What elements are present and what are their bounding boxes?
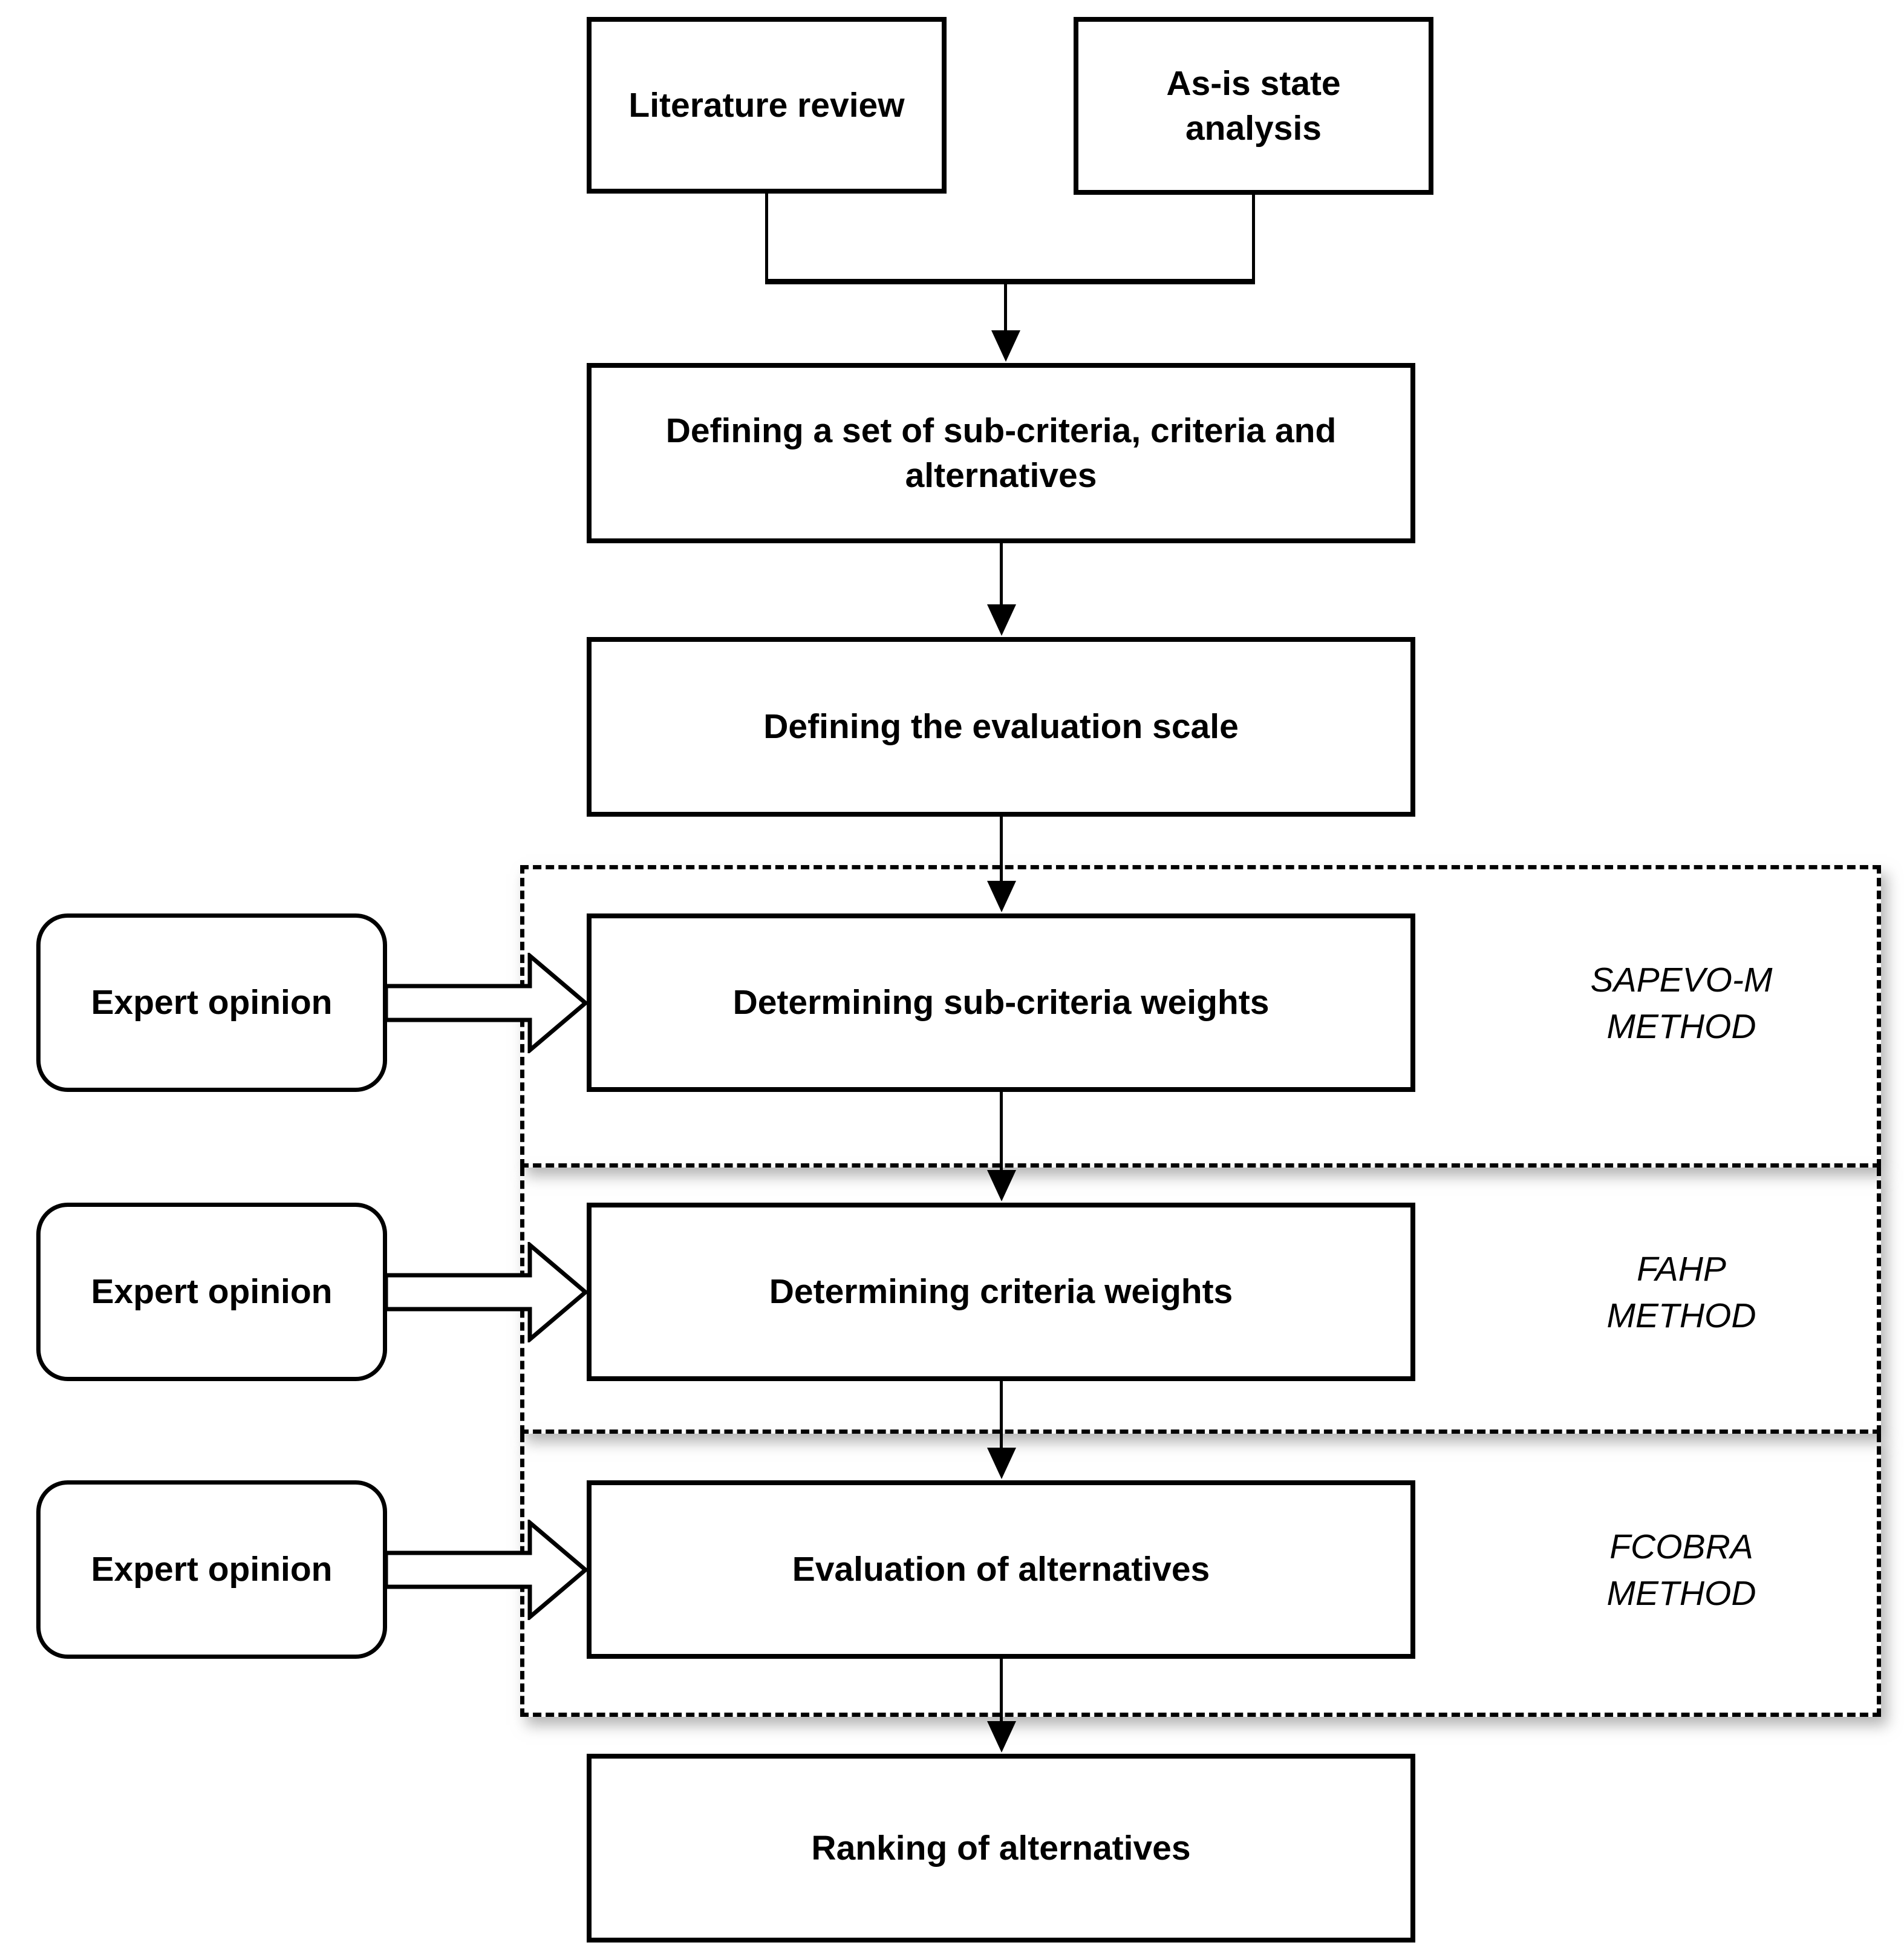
- node-as-is-state-analysis-label: As-is state analysis: [1166, 64, 1341, 148]
- node-ranking-of-alternatives-label: Ranking of alternatives: [811, 1828, 1191, 1867]
- node-determining-criteria-weights: Determining criteria weights: [587, 1203, 1415, 1381]
- node-expert-opinion-3: Expert opinion: [36, 1480, 387, 1659]
- block-arrow-expert-3-icon: [383, 1520, 589, 1620]
- connector-as-is-drop: [1252, 194, 1255, 282]
- method-label-sapevo-m: SAPEVO-M METHOD: [1590, 961, 1773, 1046]
- block-arrow-expert-2-icon: [383, 1242, 589, 1342]
- arrow-head-icon: [986, 1170, 1016, 1201]
- connector-merge-bar: [765, 279, 1255, 284]
- block-arrow-expert-1-icon: [383, 953, 589, 1053]
- arrow-evaluation-to-ranking: [986, 1659, 1016, 1753]
- node-ranking-of-alternatives: Ranking of alternatives: [587, 1754, 1415, 1943]
- node-evaluation-of-alternatives-label: Evaluation of alternatives: [792, 1550, 1210, 1589]
- arrow-merge-to-defining-set: [991, 282, 1020, 362]
- node-expert-opinion-1: Expert opinion: [36, 913, 387, 1092]
- arrow-head-icon: [991, 330, 1020, 362]
- arrow-head-icon: [986, 881, 1016, 912]
- node-defining-scale: Defining the evaluation scale: [587, 637, 1415, 817]
- node-literature-review: Literature review: [587, 17, 947, 194]
- node-determining-criteria-weights-label: Determining criteria weights: [769, 1272, 1233, 1312]
- node-expert-opinion-3-label: Expert opinion: [91, 1550, 333, 1589]
- node-evaluation-of-alternatives: Evaluation of alternatives: [587, 1480, 1415, 1659]
- node-as-is-state-analysis: As-is state analysis: [1074, 17, 1433, 195]
- arrow-head-icon: [986, 604, 1016, 636]
- method-label-fcobra: FCOBRA METHOD: [1606, 1528, 1756, 1613]
- node-expert-opinion-1-label: Expert opinion: [91, 983, 333, 1022]
- method-label-fahp: FAHP METHOD: [1606, 1250, 1756, 1335]
- node-expert-opinion-2: Expert opinion: [36, 1203, 387, 1381]
- node-defining-set-label: Defining a set of sub-criteria, criteria…: [665, 411, 1337, 495]
- connector-literature-review-drop: [765, 192, 768, 282]
- arrow-scale-to-sub-criteria: [986, 817, 1016, 912]
- node-defining-scale-label: Defining the evaluation scale: [763, 707, 1239, 747]
- node-expert-opinion-2-label: Expert opinion: [91, 1272, 333, 1312]
- arrow-head-icon: [986, 1448, 1016, 1479]
- arrow-defining-set-to-scale: [986, 543, 1016, 636]
- node-determining-sub-criteria-weights-label: Determining sub-criteria weights: [732, 983, 1270, 1022]
- node-literature-review-label: Literature review: [628, 85, 905, 125]
- arrow-criteria-to-evaluation: [986, 1381, 1016, 1479]
- arrow-sub-criteria-to-criteria: [986, 1092, 1016, 1201]
- node-determining-sub-criteria-weights: Determining sub-criteria weights: [587, 913, 1415, 1092]
- node-defining-set: Defining a set of sub-criteria, criteria…: [587, 363, 1415, 543]
- arrow-head-icon: [986, 1721, 1016, 1753]
